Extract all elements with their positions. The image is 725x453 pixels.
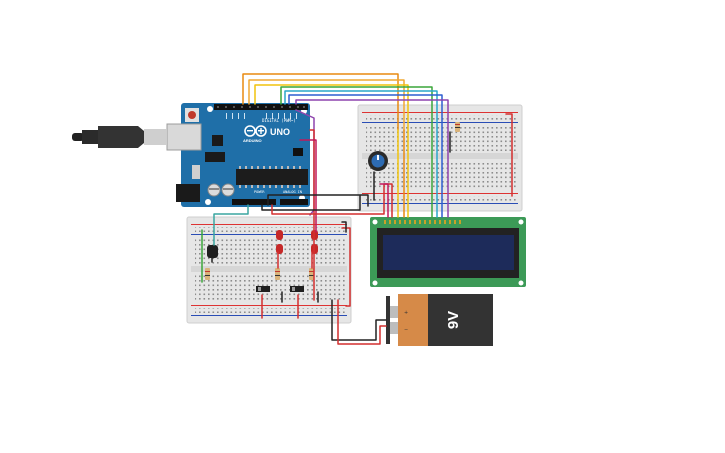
lcd-screen	[383, 235, 514, 270]
wire-black[interactable]	[341, 221, 347, 233]
usb-cable[interactable]	[72, 126, 166, 148]
wire-teal[interactable]	[213, 204, 249, 246]
wire-red[interactable]	[337, 299, 387, 345]
icsp-header	[293, 148, 303, 156]
analog-header[interactable]	[280, 199, 308, 205]
wire-purple[interactable]	[295, 99, 449, 218]
resistor[interactable]	[205, 268, 210, 280]
lcd-display[interactable]	[370, 217, 526, 287]
wire-red[interactable]	[505, 113, 513, 197]
wires	[201, 73, 513, 345]
wire-black[interactable]	[331, 299, 387, 341]
transistor[interactable]	[256, 286, 270, 292]
power-header[interactable]	[232, 199, 276, 205]
resistor[interactable]	[275, 268, 280, 280]
regulator-chip	[212, 135, 223, 146]
breadboard-top[interactable]	[357, 104, 523, 212]
battery-voltage-label: 9V	[445, 311, 462, 329]
wire-pink[interactable]	[299, 139, 317, 233]
atmega-chip	[236, 169, 308, 185]
digital-label: DIGITAL (PWM~)	[262, 118, 296, 123]
digital-header[interactable]	[214, 104, 308, 110]
wire-cyan[interactable]	[284, 90, 438, 218]
wire-black[interactable]	[261, 195, 361, 211]
wire-green[interactable]	[280, 86, 433, 218]
resistor[interactable]	[455, 122, 460, 132]
wire-orange[interactable]	[248, 79, 405, 131]
temperature-sensor[interactable]	[207, 245, 218, 258]
model-label: UNO	[270, 127, 290, 137]
wire-red[interactable]	[271, 183, 393, 218]
wire-blue[interactable]	[288, 94, 443, 218]
wire-orange[interactable]	[242, 73, 399, 131]
transistor[interactable]	[290, 286, 304, 292]
wire-red[interactable]	[309, 129, 315, 301]
arduino-logo	[244, 125, 267, 137]
wire-yellow[interactable]	[254, 84, 409, 218]
brand-label: ARDUINO	[243, 138, 262, 143]
resistor[interactable]	[309, 268, 314, 280]
battery-9v[interactable]: 9V + −	[386, 294, 493, 346]
power-label: POWER	[254, 190, 265, 194]
power-jack	[176, 184, 200, 202]
analog-label: ANALOG IN	[283, 190, 302, 194]
wire-black[interactable]	[267, 194, 369, 207]
breadboard-bottom[interactable]	[186, 216, 352, 324]
usb-socket	[166, 123, 202, 151]
battery-minus-symbol: −	[404, 327, 408, 333]
hole-grid	[366, 115, 516, 201]
battery-plus-symbol: +	[404, 310, 408, 316]
wire-pink[interactable]	[379, 183, 389, 218]
potentiometer[interactable]	[368, 151, 388, 171]
arduino-uno-board[interactable]: DIGITAL (PWM~) UNO ARDUINO	[166, 103, 310, 207]
